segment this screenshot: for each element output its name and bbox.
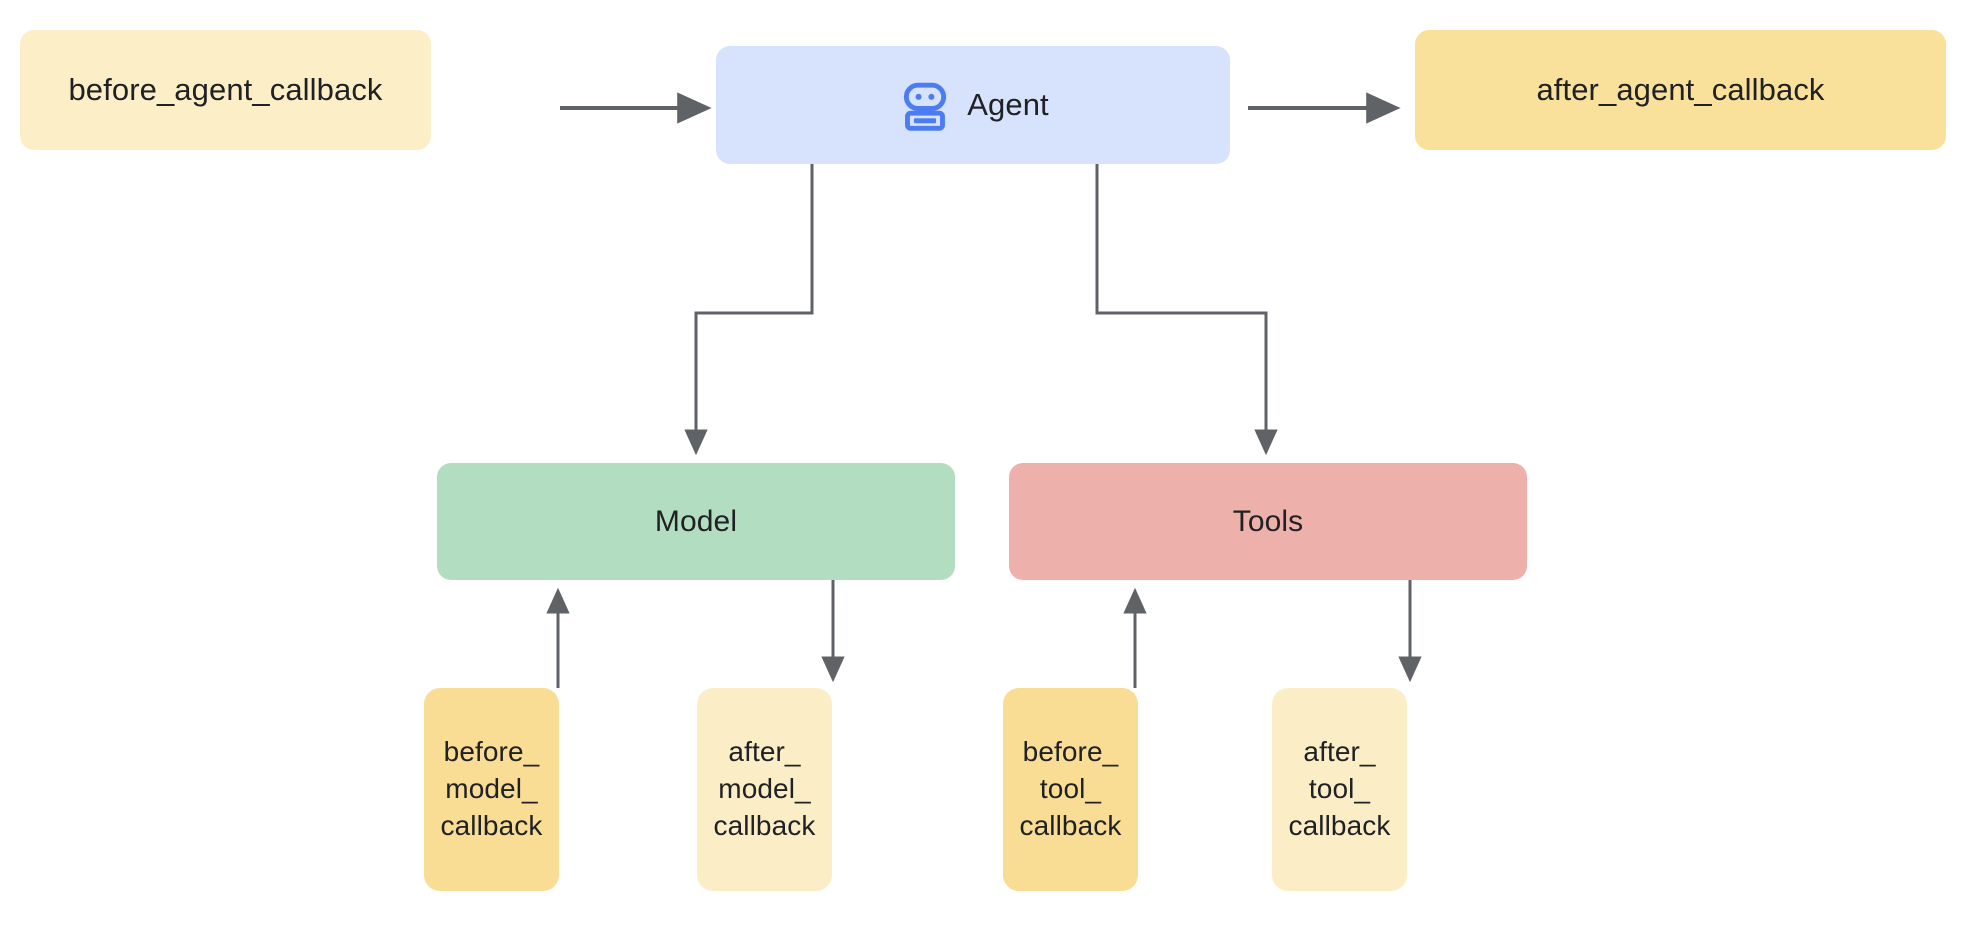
node-agent-label: Agent: [967, 86, 1049, 122]
edge-agent-to-model: [684, 164, 814, 456]
edge-agent-to-tools: [1095, 164, 1278, 456]
node-agent[interactable]: Agent: [716, 46, 1230, 164]
node-before-tool-callback-label: before_ tool_ callback: [1019, 736, 1122, 841]
node-after-model-callback-label: after_ model_ callback: [713, 736, 816, 841]
node-before-agent-callback[interactable]: before_agent_callback: [20, 30, 431, 150]
node-after-model-callback[interactable]: after_ model_ callback: [697, 688, 832, 891]
robot-icon: [897, 77, 953, 133]
node-model-label: Model: [654, 504, 738, 538]
node-before-agent-callback-label: before_agent_callback: [68, 71, 383, 107]
node-tools-label: Tools: [1232, 504, 1304, 538]
node-before-tool-callback[interactable]: before_ tool_ callback: [1003, 688, 1138, 891]
node-after-agent-callback-label: after_agent_callback: [1536, 71, 1825, 107]
node-before-model-callback[interactable]: before_ model_ callback: [424, 688, 559, 891]
node-after-tool-callback[interactable]: after_ tool_ callback: [1272, 688, 1407, 891]
node-model[interactable]: Model: [437, 463, 955, 580]
node-before-model-callback-label: before_ model_ callback: [440, 736, 543, 841]
node-after-agent-callback[interactable]: after_agent_callback: [1415, 30, 1946, 150]
node-tools[interactable]: Tools: [1009, 463, 1527, 580]
node-after-tool-callback-label: after_ tool_ callback: [1288, 736, 1391, 841]
